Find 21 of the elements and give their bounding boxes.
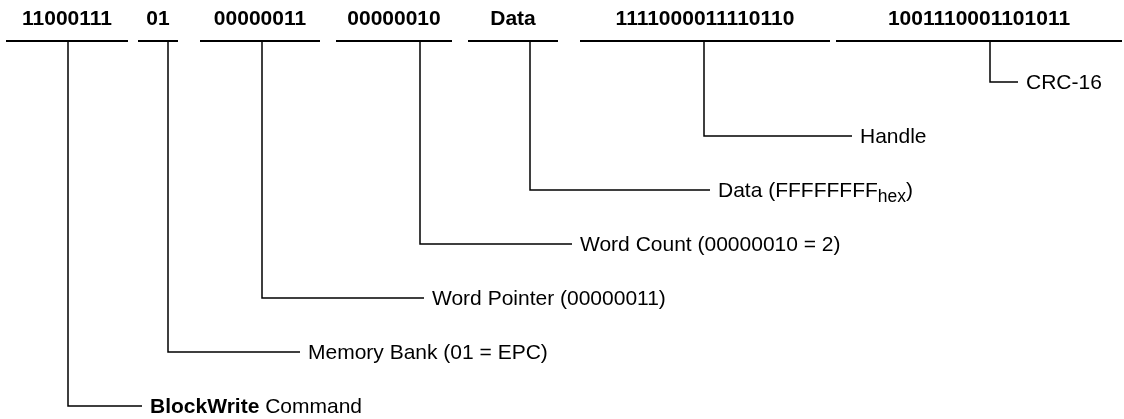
field-label: Handle (860, 123, 927, 149)
field-label: CRC-16 (1026, 69, 1102, 95)
leader-line (703, 41, 853, 137)
bit-field: 01 (138, 4, 178, 42)
leader-line (67, 41, 143, 407)
leader-line (167, 41, 301, 353)
field-label: BlockWrite Command (150, 393, 362, 419)
bit-field: 00000010 (336, 4, 452, 42)
field-label: Word Count (00000010 = 2) (580, 231, 841, 257)
field-label: Memory Bank (01 = EPC) (308, 339, 548, 365)
leader-line (419, 41, 573, 245)
leader-line (261, 41, 425, 299)
bit-field: 11000111 (6, 4, 128, 42)
bit-field: 00000011 (200, 4, 320, 42)
bit-field: 1111000011110110 (580, 4, 830, 42)
field-label: Word Pointer (00000011) (432, 285, 666, 311)
bit-field: 1001110001101011 (836, 4, 1122, 42)
leader-line (529, 41, 711, 191)
leader-line (989, 41, 1019, 83)
field-label: Data (FFFFFFFF$_{hex}$) (718, 177, 914, 203)
bit-field: Data (468, 4, 558, 42)
